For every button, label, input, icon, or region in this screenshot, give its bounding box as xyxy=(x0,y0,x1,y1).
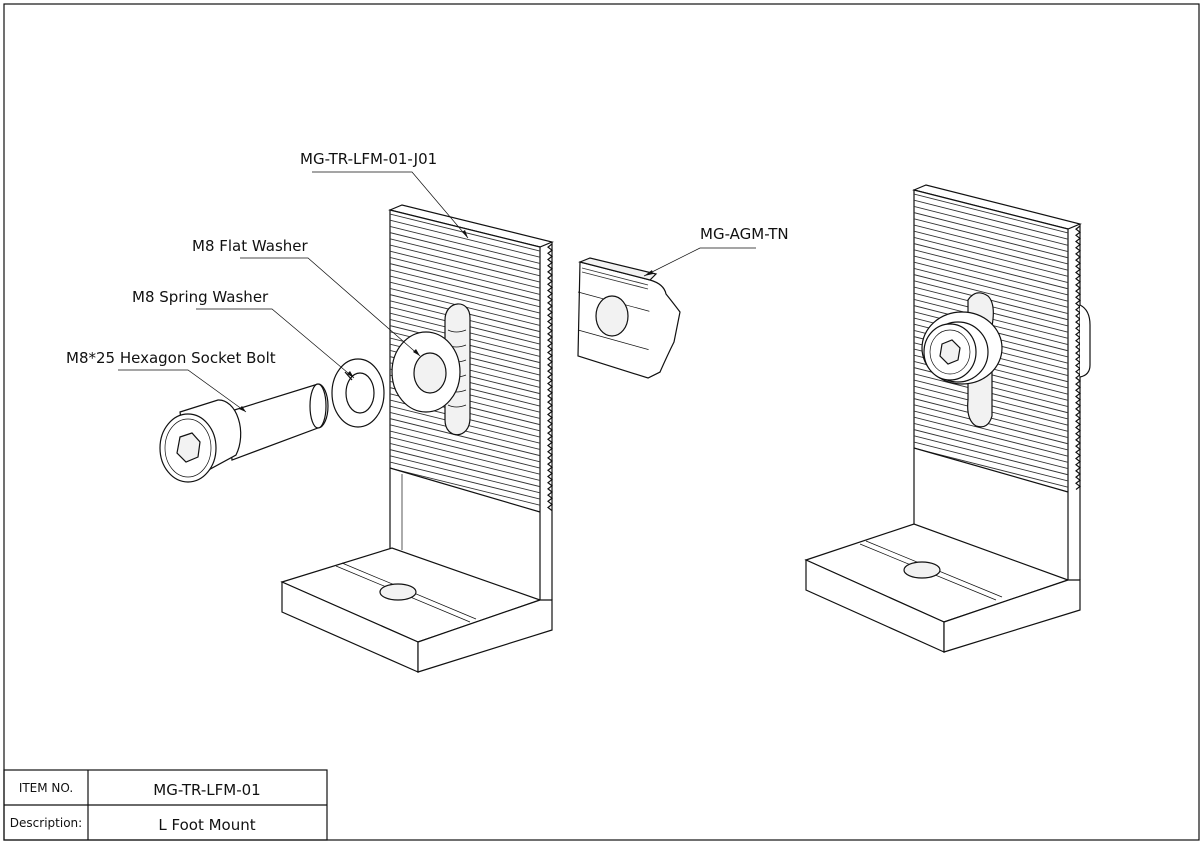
rib-line xyxy=(390,467,540,506)
rib-line xyxy=(914,404,1068,445)
spring-washer-split xyxy=(344,371,353,381)
t-nut xyxy=(577,257,681,379)
rib-line xyxy=(914,249,1068,290)
rib-line xyxy=(390,461,540,500)
callout-t-nut: MG-AGM-TN xyxy=(700,225,789,243)
rib-line xyxy=(390,442,540,481)
rib-line xyxy=(914,230,1068,271)
rib-line xyxy=(914,274,1068,314)
rib-line xyxy=(390,281,540,320)
hex-socket-icon xyxy=(176,432,201,463)
bolt-tip xyxy=(309,383,327,429)
rib-line xyxy=(914,212,1068,252)
assembled-view xyxy=(804,184,1091,653)
callout-bracket: MG-TR-LFM-01-J01 xyxy=(300,150,437,168)
base-hole xyxy=(379,583,417,601)
rib-line xyxy=(390,250,540,289)
description-value: L Foot Mount xyxy=(158,816,255,834)
t-nut-hole xyxy=(595,295,629,337)
rib-line xyxy=(914,199,1068,240)
exploded-assembly: MG-TR-LFM-01-J01 M8 Flat Washer M8 Sprin… xyxy=(66,150,789,673)
description-label: Description: xyxy=(10,816,82,830)
rib-line xyxy=(914,236,1068,277)
rib-line xyxy=(914,205,1068,246)
callout-bolt: M8*25 Hexagon Socket Bolt xyxy=(66,349,276,367)
rib-line xyxy=(914,441,1068,482)
rib-line xyxy=(914,410,1068,451)
rib-line xyxy=(390,455,540,494)
rib-line xyxy=(914,447,1068,488)
rib-line xyxy=(914,193,1068,234)
rib-line xyxy=(914,243,1068,283)
rib-line xyxy=(390,449,540,488)
bracket-base-side xyxy=(417,599,553,673)
rib-line xyxy=(914,267,1068,308)
rib-line xyxy=(914,255,1068,296)
rib-line xyxy=(914,416,1068,457)
assembled-serrated-edge xyxy=(1075,225,1081,490)
rib-line xyxy=(390,436,540,475)
rib-line xyxy=(390,238,540,277)
spring-washer-hole xyxy=(345,372,375,414)
rib-line xyxy=(914,224,1068,265)
rib-line xyxy=(390,225,540,264)
callout-spring-washer: M8 Spring Washer xyxy=(132,288,269,306)
rib-boundary xyxy=(389,467,541,513)
callout-flat-washer: M8 Flat Washer xyxy=(192,237,309,255)
bolt-head-chamfer xyxy=(164,418,212,478)
title-block: ITEM NO. MG-TR-LFM-01 Description: L Foo… xyxy=(3,769,328,841)
sheet-border xyxy=(3,3,1200,841)
rib-line xyxy=(914,422,1068,463)
rib-line xyxy=(390,232,540,271)
rib-line xyxy=(390,256,540,295)
flat-washer-hole xyxy=(413,352,447,394)
rib-line xyxy=(390,269,540,308)
rib-line xyxy=(914,429,1068,469)
rib-line xyxy=(390,418,540,457)
rib-line xyxy=(390,275,540,314)
assembled-hex-socket-icon xyxy=(939,339,961,365)
item-no-value: MG-TR-LFM-01 xyxy=(153,781,260,799)
rib-line xyxy=(390,263,540,302)
leader-lines xyxy=(118,171,756,413)
rib-line xyxy=(914,218,1068,259)
rib-line xyxy=(914,261,1068,302)
rib-line xyxy=(914,435,1068,476)
rib-line xyxy=(390,219,540,258)
bracket-serrated-edge xyxy=(547,243,553,512)
rib-line xyxy=(390,244,540,283)
item-no-label: ITEM NO. xyxy=(19,781,73,795)
rib-line xyxy=(390,424,540,463)
rib-line xyxy=(390,430,540,469)
